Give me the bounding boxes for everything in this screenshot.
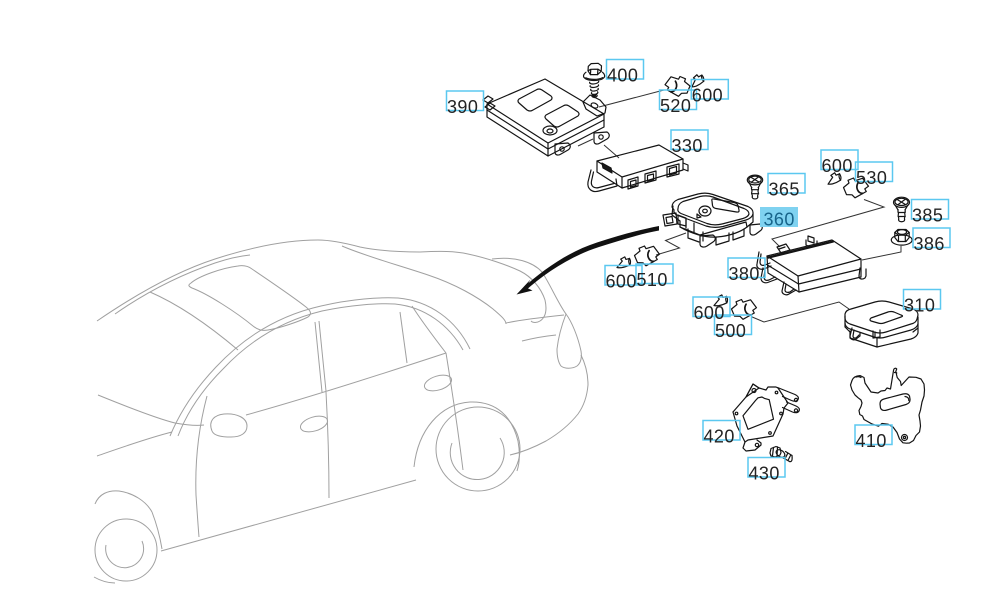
svg-text:600: 600 (692, 86, 723, 106)
svg-text:310: 310 (904, 296, 935, 316)
svg-text:530: 530 (856, 168, 887, 188)
svg-text:390: 390 (447, 97, 478, 117)
svg-text:500: 500 (715, 321, 746, 341)
svg-text:600: 600 (822, 156, 853, 176)
svg-text:520: 520 (660, 96, 691, 116)
svg-text:410: 410 (856, 431, 887, 451)
svg-text:420: 420 (704, 427, 735, 447)
svg-text:380: 380 (729, 264, 760, 284)
svg-text:600: 600 (606, 272, 637, 292)
svg-text:386: 386 (914, 234, 945, 254)
svg-text:510: 510 (637, 270, 668, 290)
svg-text:600: 600 (694, 303, 725, 323)
svg-text:385: 385 (912, 206, 943, 226)
svg-text:360: 360 (764, 210, 795, 230)
svg-text:365: 365 (769, 180, 800, 200)
svg-text:330: 330 (672, 136, 703, 156)
svg-text:400: 400 (607, 66, 638, 86)
svg-text:430: 430 (749, 464, 780, 484)
